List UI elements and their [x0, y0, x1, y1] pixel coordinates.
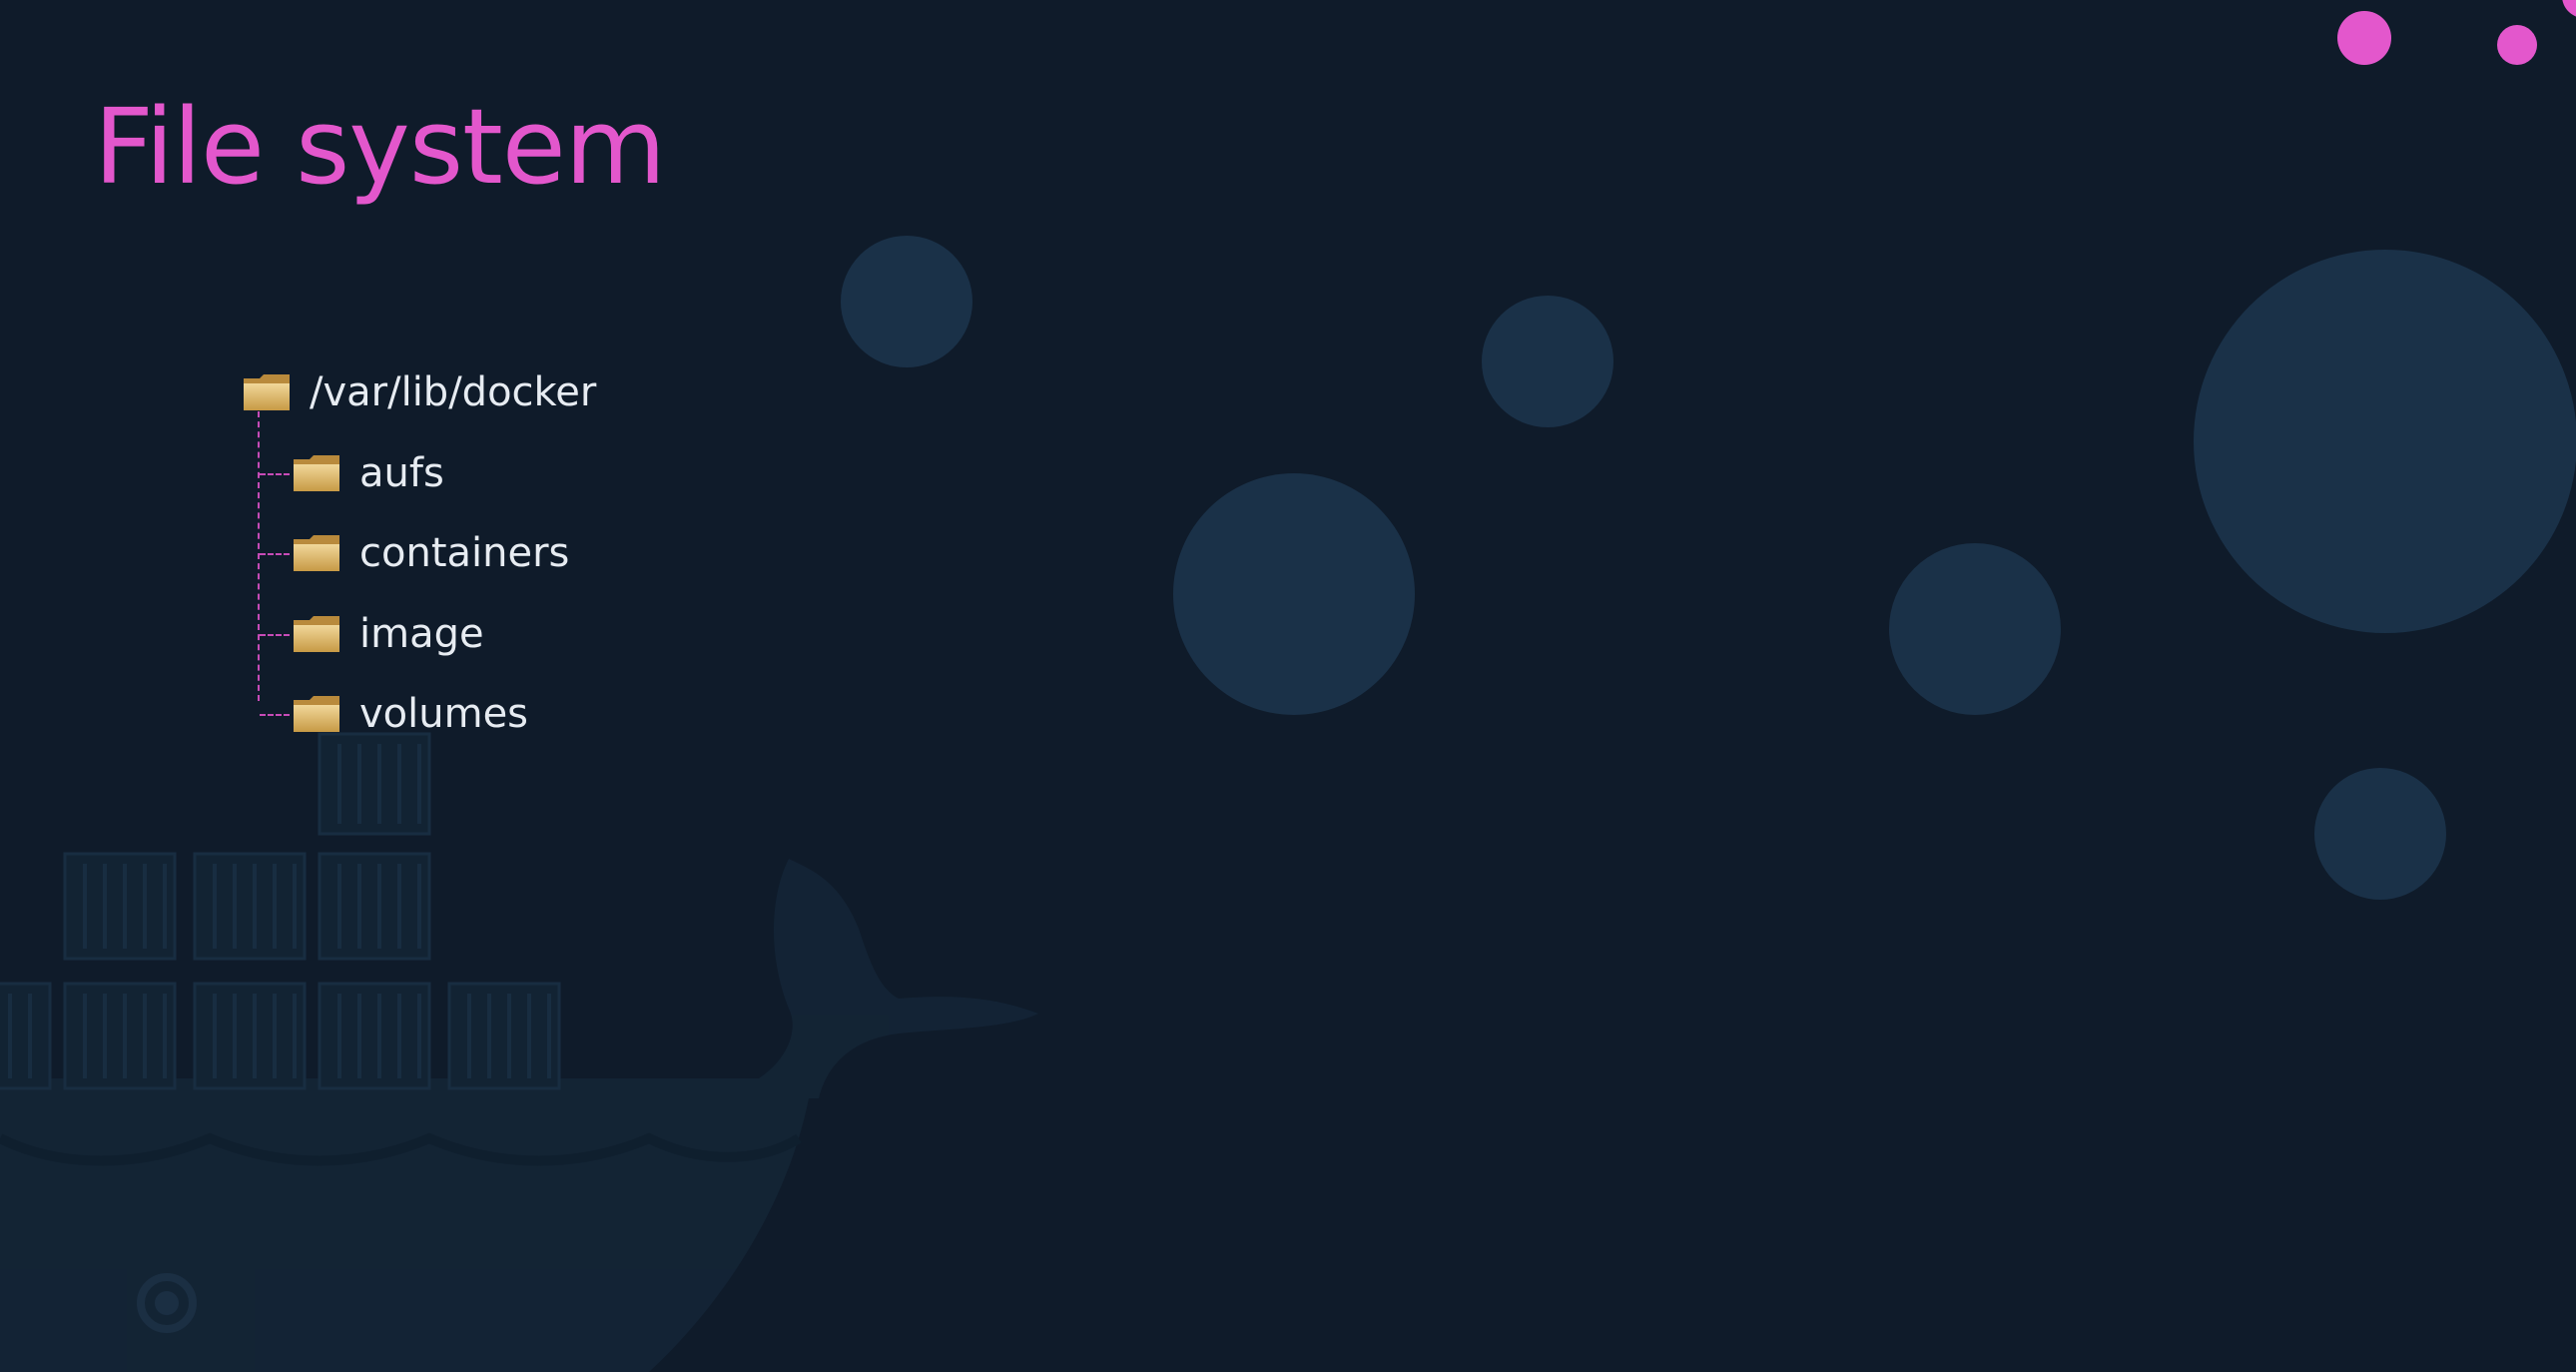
accent-dot-icon [2497, 25, 2537, 65]
accent-dots [2337, 0, 2576, 65]
folder-icon [292, 692, 341, 736]
tree-node-label: /var/lib/docker [310, 369, 597, 415]
bubble-icon [1482, 296, 1613, 427]
tree-node-containers[interactable]: containers [292, 523, 569, 583]
tree-node-aufs[interactable]: aufs [292, 443, 444, 503]
bubble-icon [1889, 543, 2061, 715]
bubble-icon [2314, 768, 2446, 900]
tree-branch-line [260, 473, 290, 475]
bubble-icon-group [841, 236, 2576, 900]
folder-icon [292, 451, 341, 495]
tree-node-volumes[interactable]: volumes [292, 684, 528, 744]
folder-icon [242, 370, 292, 414]
docker-whale-icon [0, 732, 1038, 1372]
accent-dot-icon [2337, 11, 2391, 65]
folder-icon [292, 531, 341, 575]
bubble-icon [1173, 473, 1415, 715]
tree-branch-line [260, 714, 290, 716]
directory-tree: /var/lib/docker aufs [242, 359, 761, 749]
tree-branch-line [260, 634, 290, 636]
tree-node-root[interactable]: /var/lib/docker [242, 362, 596, 422]
tree-branch-line [260, 553, 290, 555]
tree-node-label: aufs [359, 450, 444, 496]
tree-node-label: containers [359, 530, 570, 576]
folder-icon [292, 612, 341, 656]
tree-node-label: volumes [359, 691, 529, 737]
slide-title: File system [94, 86, 666, 208]
bubble-icon [841, 236, 972, 367]
tree-node-label: image [359, 611, 484, 657]
tree-trunk-line [258, 411, 260, 701]
tree-node-image[interactable]: image [292, 604, 484, 664]
accent-dot-icon [2562, 0, 2576, 17]
bubble-icon [2194, 250, 2576, 633]
